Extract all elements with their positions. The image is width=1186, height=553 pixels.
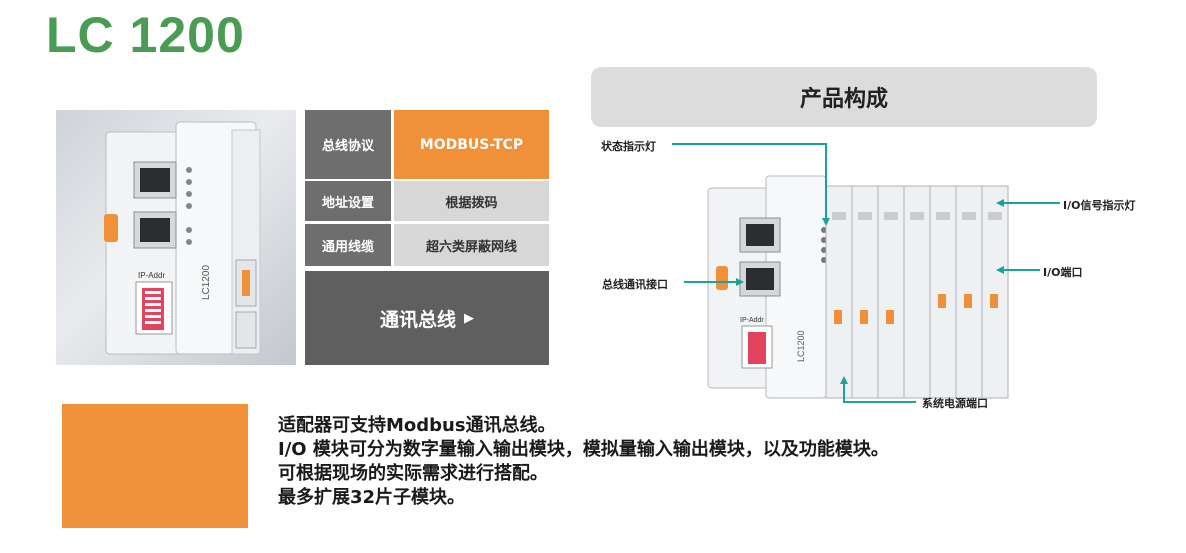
composition-title: 产品构成 <box>591 67 1097 127</box>
callout-io-port: I/O端口 <box>1043 266 1083 279</box>
callout-io-led: I/O信号指示灯 <box>1063 199 1136 212</box>
device-model-label: LC1200 <box>796 330 806 362</box>
callout-line-power-port <box>843 380 916 403</box>
spec-value: MODBUS-TCP <box>394 110 549 179</box>
spec-value: 根据拨码 <box>394 181 549 221</box>
description: 适配器可支持Modbus通讯总线。 I/O 模块可分为数字量输入输出模块，模拟量… <box>278 414 889 510</box>
spec-label: 通用线缆 <box>305 224 391 266</box>
description-line: 适配器可支持Modbus通讯总线。 <box>278 415 556 436</box>
callout-bus-port: 总线通讯接口 <box>602 278 668 291</box>
page-title: LC 1200 <box>46 7 245 63</box>
description-line: I/O 模块可分为数字量输入输出模块，模拟量输入输出模块，以及功能模块。 <box>278 439 889 460</box>
spec-row-cable: 通用线缆 超六类屏蔽网线 <box>305 224 549 266</box>
callout-power-port: 系统电源端口 <box>922 397 988 410</box>
adapter-illustration: LC1200 IP-Addr <box>104 121 261 355</box>
adapter-ip-label: IP-Addr <box>138 271 165 280</box>
bus-button-label: 通讯总线 <box>379 308 456 331</box>
bus-button[interactable]: 通讯总线 ▶ <box>305 271 549 365</box>
spec-label: 总线协议 <box>305 110 391 179</box>
spec-value: 超六类屏蔽网线 <box>394 224 549 266</box>
description-line: 最多扩展32片子模块。 <box>278 487 466 508</box>
callout-status-led: 状态指示灯 <box>601 140 656 153</box>
spec-label: 地址设置 <box>305 181 391 221</box>
device-ip-label: IP-Addr <box>740 317 764 324</box>
adapter-model-label: LC1200 <box>201 265 212 300</box>
spec-row-address: 地址设置 根据拨码 <box>305 181 549 221</box>
composition-diagram: LC1200 IP-Addr <box>590 130 1180 420</box>
play-arrow-icon: ▶ <box>464 310 474 326</box>
product-photo-adapter: LC1200 IP-Addr <box>56 110 296 365</box>
callout-line-status-led <box>672 143 827 222</box>
description-line: 可根据现场的实际需求进行搭配。 <box>278 463 548 484</box>
orange-accent-block <box>62 404 248 528</box>
spec-row-protocol: 总线协议 MODBUS-TCP <box>305 110 549 179</box>
